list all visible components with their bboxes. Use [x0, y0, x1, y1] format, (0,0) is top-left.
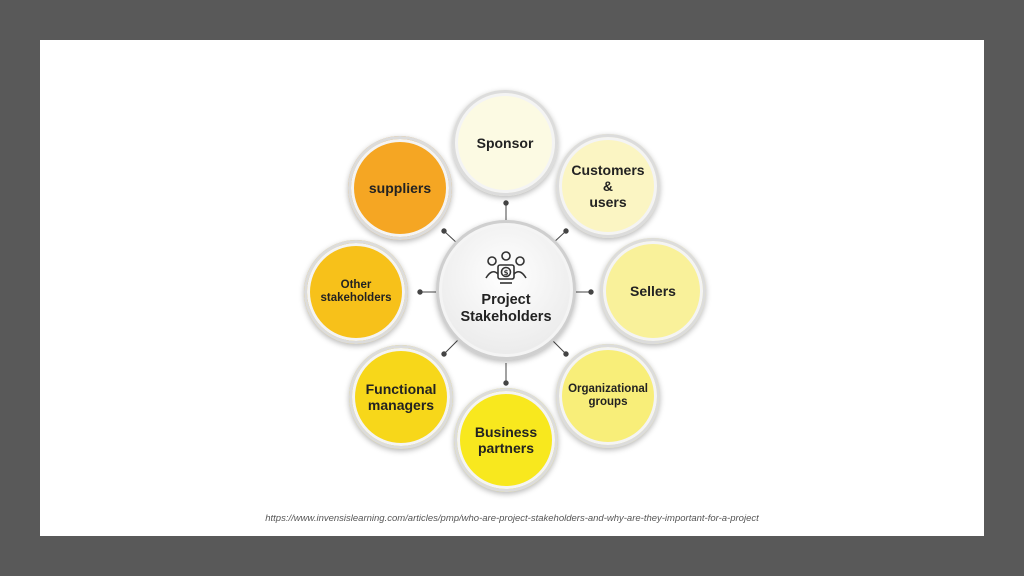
source-url: https://www.invensislearning.com/article… [265, 513, 759, 524]
node-label: Sellers [630, 283, 676, 299]
node-organizational-groups: Organizational groups [556, 344, 660, 448]
svg-text:$: $ [504, 269, 509, 277]
node-suppliers: suppliers [348, 136, 452, 240]
slide: Sponsor Customers & users Sellers Organi… [40, 40, 984, 536]
node-sponsor: Sponsor [452, 90, 558, 196]
center-hub: $ Project Stakeholders [436, 220, 576, 360]
node-label: suppliers [368, 180, 432, 196]
node-label: Business partners [474, 424, 538, 456]
center-label: Project Stakeholders [460, 292, 552, 325]
node-label: Customers & users [571, 162, 645, 210]
node-sellers: Sellers [600, 238, 706, 344]
node-label: Sponsor [476, 135, 534, 151]
node-label: Other stakeholders [320, 279, 392, 304]
node-business-partners: Business partners [454, 388, 558, 492]
node-other-stakeholders: Other stakeholders [304, 240, 408, 344]
stakeholders-icon: $ [485, 251, 527, 284]
node-functional-managers: Functional managers [349, 345, 453, 449]
node-label: Functional managers [365, 381, 437, 413]
node-label: Organizational groups [568, 383, 648, 408]
node-customers-users: Customers & users [556, 134, 660, 238]
